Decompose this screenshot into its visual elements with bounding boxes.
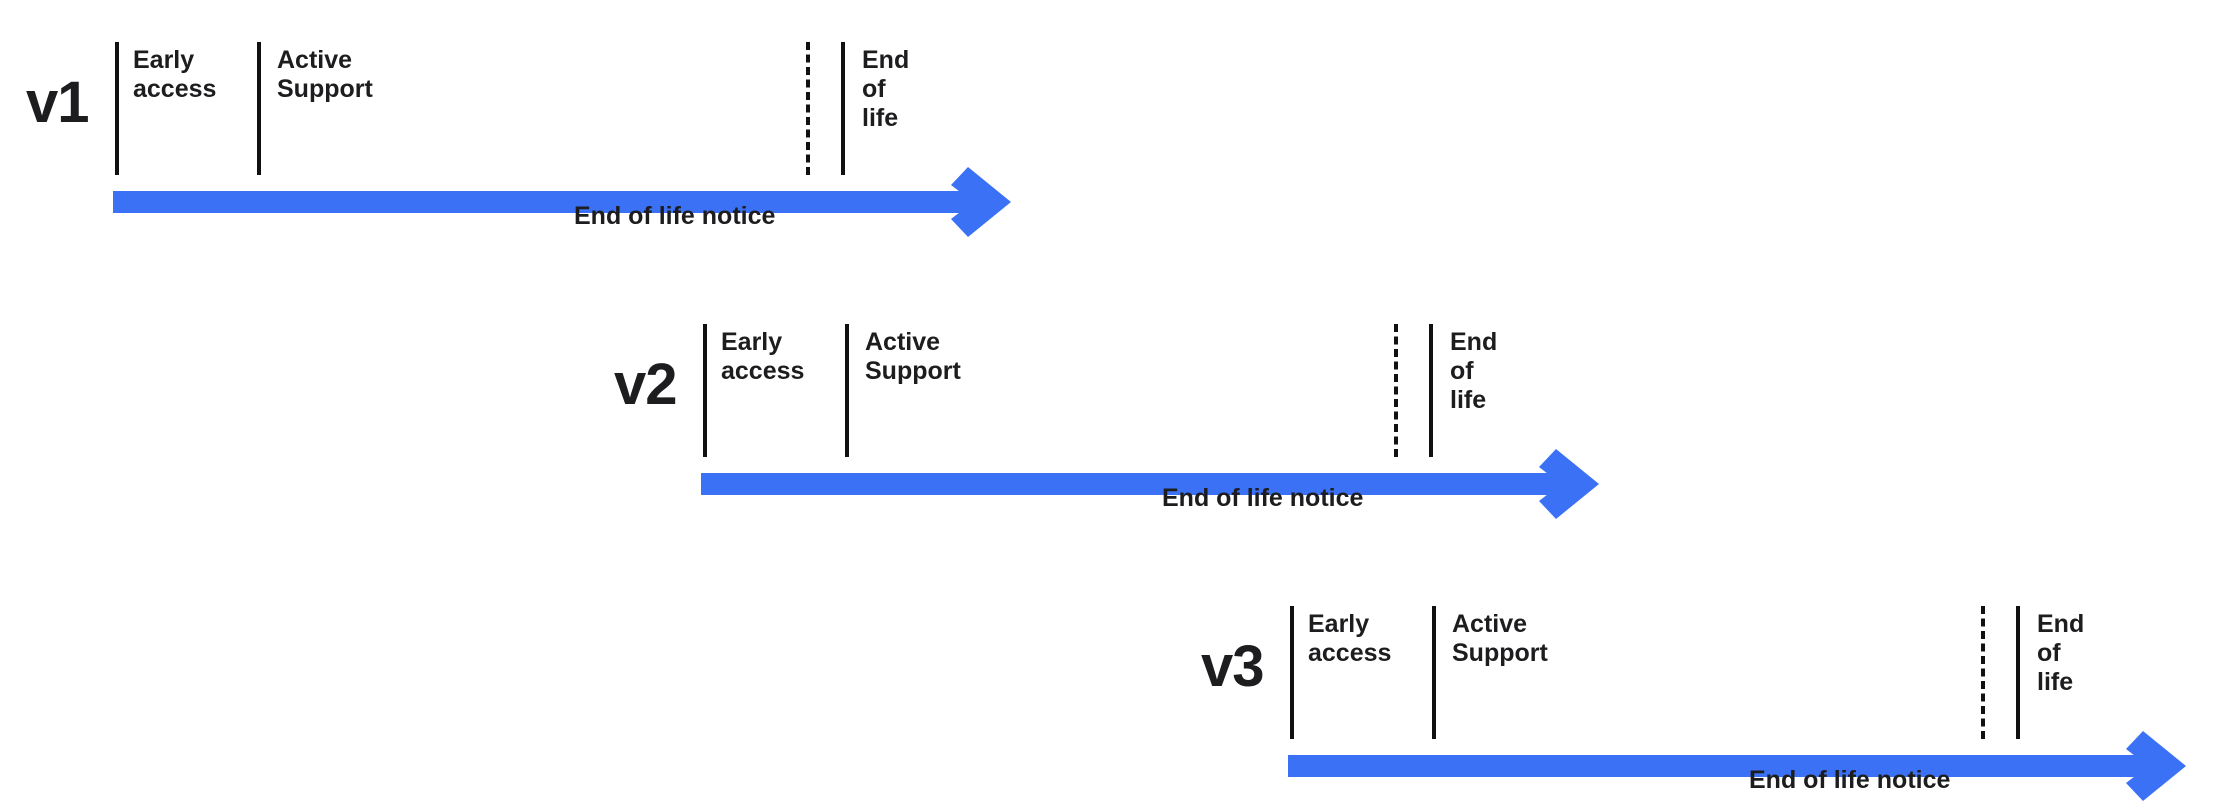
version-label-v1: v1 bbox=[26, 70, 90, 135]
version-label-v3: v3 bbox=[1201, 634, 1265, 699]
notice-label-v3: End of life notice bbox=[1749, 766, 1951, 794]
divider-early-access-start-v3 bbox=[1290, 606, 1294, 739]
phase-label-early-access-v2: Early access bbox=[721, 328, 805, 385]
divider-end-of-life-notice-v1 bbox=[806, 42, 810, 175]
notice-label-v2: End of life notice bbox=[1162, 484, 1364, 512]
timeline-row-v1: v1 Early access Active Support End of li… bbox=[0, 24, 1040, 237]
divider-active-support-start-v3 bbox=[1432, 606, 1436, 739]
phase-label-end-of-life-v2: End of life bbox=[1450, 328, 1498, 414]
phase-label-early-access-v1: Early access bbox=[133, 46, 217, 103]
notice-label-v1: End of life notice bbox=[574, 202, 776, 230]
lifecycle-arrow-v2 bbox=[701, 449, 1599, 519]
divider-active-support-start-v1 bbox=[257, 42, 261, 175]
phase-label-end-of-life-v1: End of life bbox=[862, 46, 910, 132]
divider-end-of-life-notice-v3 bbox=[1981, 606, 1985, 739]
timeline-row-v2: v2 Early access Active Support End of li… bbox=[588, 306, 1628, 519]
divider-early-access-start-v1 bbox=[115, 42, 119, 175]
timeline-row-v3: v3 Early access Active Support End of li… bbox=[1175, 588, 2228, 801]
divider-early-access-start-v2 bbox=[703, 324, 707, 457]
divider-end-of-life-start-v2 bbox=[1429, 324, 1433, 457]
phase-label-active-support-v2: Active Support bbox=[865, 328, 961, 385]
divider-active-support-start-v2 bbox=[845, 324, 849, 457]
divider-end-of-life-notice-v2 bbox=[1394, 324, 1398, 457]
phase-label-active-support-v1: Active Support bbox=[277, 46, 373, 103]
phase-label-early-access-v3: Early access bbox=[1308, 610, 1392, 667]
phase-label-active-support-v3: Active Support bbox=[1452, 610, 1548, 667]
divider-end-of-life-start-v1 bbox=[841, 42, 845, 175]
lifecycle-arrow-v1 bbox=[113, 167, 1011, 237]
phase-label-end-of-life-v3: End of life bbox=[2037, 610, 2085, 696]
lifecycle-arrow-v3 bbox=[1288, 731, 2186, 801]
version-label-v2: v2 bbox=[614, 352, 678, 417]
divider-end-of-life-start-v3 bbox=[2016, 606, 2020, 739]
